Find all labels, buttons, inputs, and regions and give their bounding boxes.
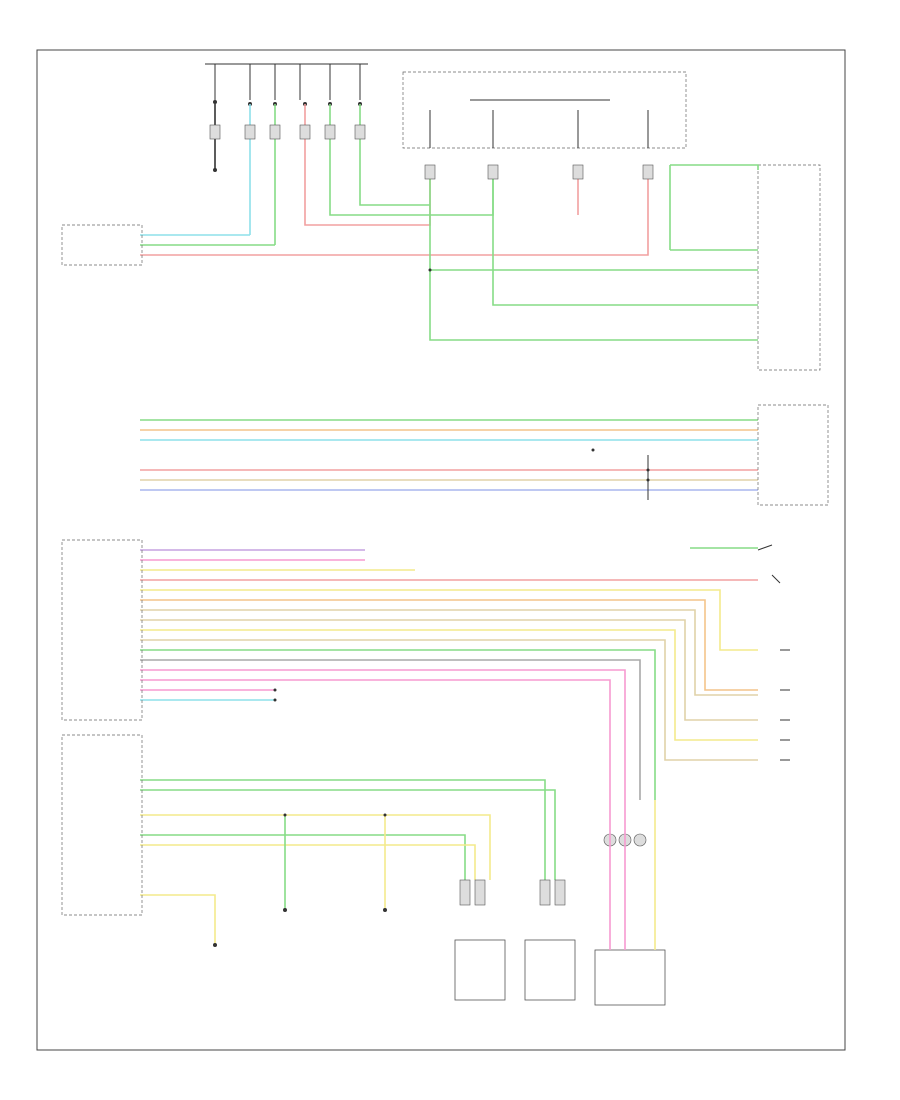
wires-switch-bank bbox=[214, 104, 494, 245]
bus-wires-lower bbox=[140, 547, 758, 800]
bottom-vertical-drops bbox=[609, 800, 656, 950]
wires-fuse-down bbox=[429, 164, 759, 341]
diagram-frame bbox=[36, 49, 846, 1051]
bus-wires-mid bbox=[140, 419, 758, 491]
bottom-connectors bbox=[454, 833, 666, 1006]
wires-top-left bbox=[140, 165, 649, 256]
fuse-box bbox=[402, 71, 687, 149]
module-box-bottom-left bbox=[61, 734, 143, 916]
module-box-top-left bbox=[61, 224, 143, 266]
module-mid-connector bbox=[591, 448, 650, 500]
bus-wires-bottom bbox=[140, 779, 556, 945]
switch-bank-top bbox=[205, 63, 368, 106]
relay-box-right bbox=[757, 164, 821, 371]
module-box-mid bbox=[757, 404, 829, 506]
fuse-box-fuses bbox=[429, 99, 649, 148]
connectors-top bbox=[209, 124, 654, 180]
switches-lower-right bbox=[757, 544, 790, 761]
ground-points bbox=[213, 168, 432, 947]
module-box-mid-left bbox=[61, 539, 143, 721]
